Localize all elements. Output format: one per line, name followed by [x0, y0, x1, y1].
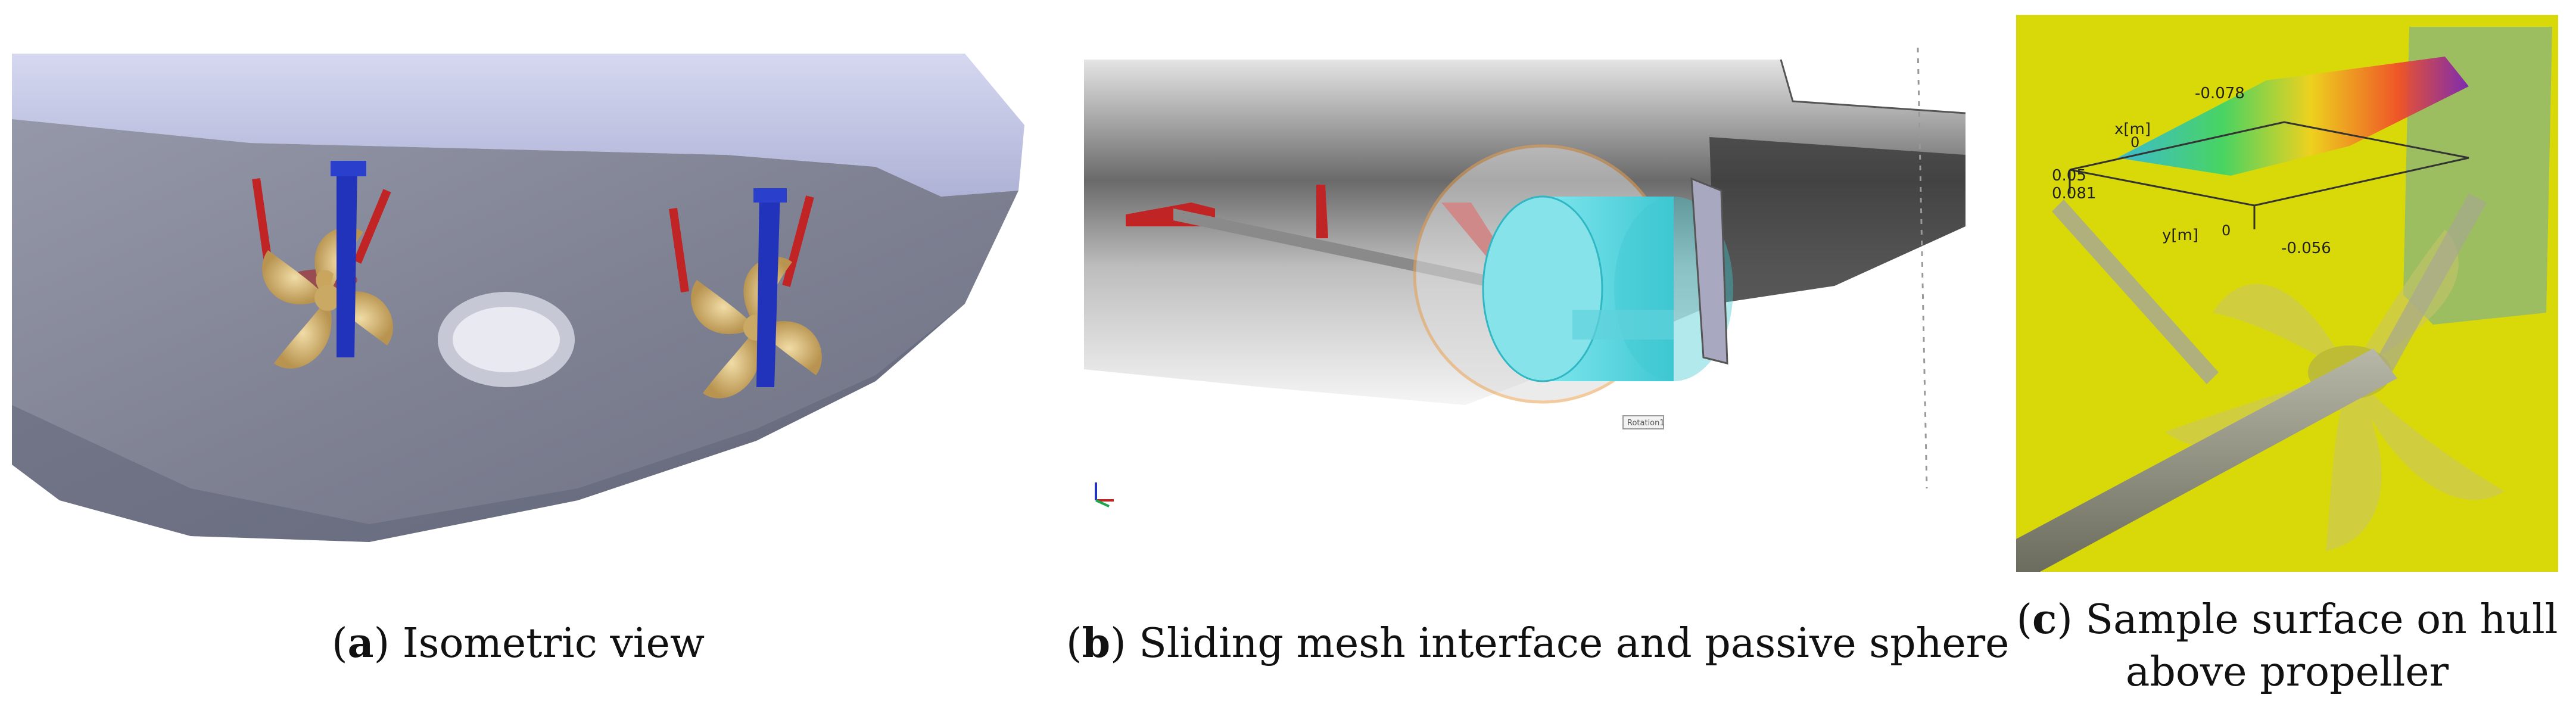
tick-left-2: 0.081 — [2052, 185, 2096, 203]
sample-surface-figure: x[m] -0.078 0 0.05 0.081 y[m] 0 -0.056 — [2016, 15, 2558, 572]
left-propeller-assembly — [252, 161, 393, 369]
axis-y-label: y[m] — [2162, 226, 2198, 244]
axis-triad-icon — [1095, 482, 1114, 507]
isometric-view-figure — [12, 54, 1024, 542]
axis-x-label: x[m] — [2114, 120, 2151, 138]
tick-y-zero: 0 — [2222, 222, 2231, 239]
panel-a-isometric-view — [12, 48, 1024, 572]
caption-b: (b) Sliding mesh interface and passive s… — [1066, 619, 2010, 667]
sample-surface-contour — [2117, 57, 2469, 176]
left-strut-2 — [353, 189, 391, 264]
caption-a-text: Isometric view — [402, 620, 705, 667]
tick-left-1: 0.05 — [2052, 167, 2086, 185]
right-strut-2 — [782, 195, 814, 287]
rudder — [1690, 177, 1728, 365]
right-strut-1 — [669, 208, 689, 292]
tick-x-zero: 0 — [2130, 134, 2139, 151]
caption-a: (a) Isometric view — [331, 619, 705, 667]
left-strut-1 — [252, 178, 272, 263]
left-rudder — [337, 166, 357, 357]
sliding-mesh-figure: Rotation1 — [1084, 48, 1977, 530]
strut-mid — [1316, 185, 1328, 238]
caption-c-letter: c — [2032, 596, 2057, 643]
caption-c-text-line1: Sample surface on hull — [2085, 596, 2558, 643]
panel-c-sample-surface: x[m] -0.078 0 0.05 0.081 y[m] 0 -0.056 — [2016, 15, 2558, 572]
shaft — [2016, 348, 2397, 572]
caption-b-text: Sliding mesh interface and passive spher… — [1139, 620, 2010, 667]
right-rudder — [756, 192, 780, 387]
caption-a-letter: a — [347, 619, 374, 667]
deck-surface — [12, 54, 1024, 197]
tick-y-end: -0.056 — [2281, 239, 2331, 257]
caption-c-text-line2: above propeller — [2125, 649, 2449, 696]
strut-left — [2052, 200, 2219, 384]
sample-box-outline — [2069, 121, 2469, 207]
tick-top: -0.078 — [2195, 85, 2245, 102]
strut-right — [2368, 194, 2487, 384]
caption-b-letter: b — [1082, 619, 1111, 667]
caption-c: (c) Sample surface on hull above propell… — [1983, 593, 2576, 699]
viewer-label: Rotation1 — [1627, 419, 1665, 428]
panel-b-sliding-mesh: Rotation1 — [1084, 48, 1977, 530]
right-propeller-assembly — [669, 188, 822, 398]
